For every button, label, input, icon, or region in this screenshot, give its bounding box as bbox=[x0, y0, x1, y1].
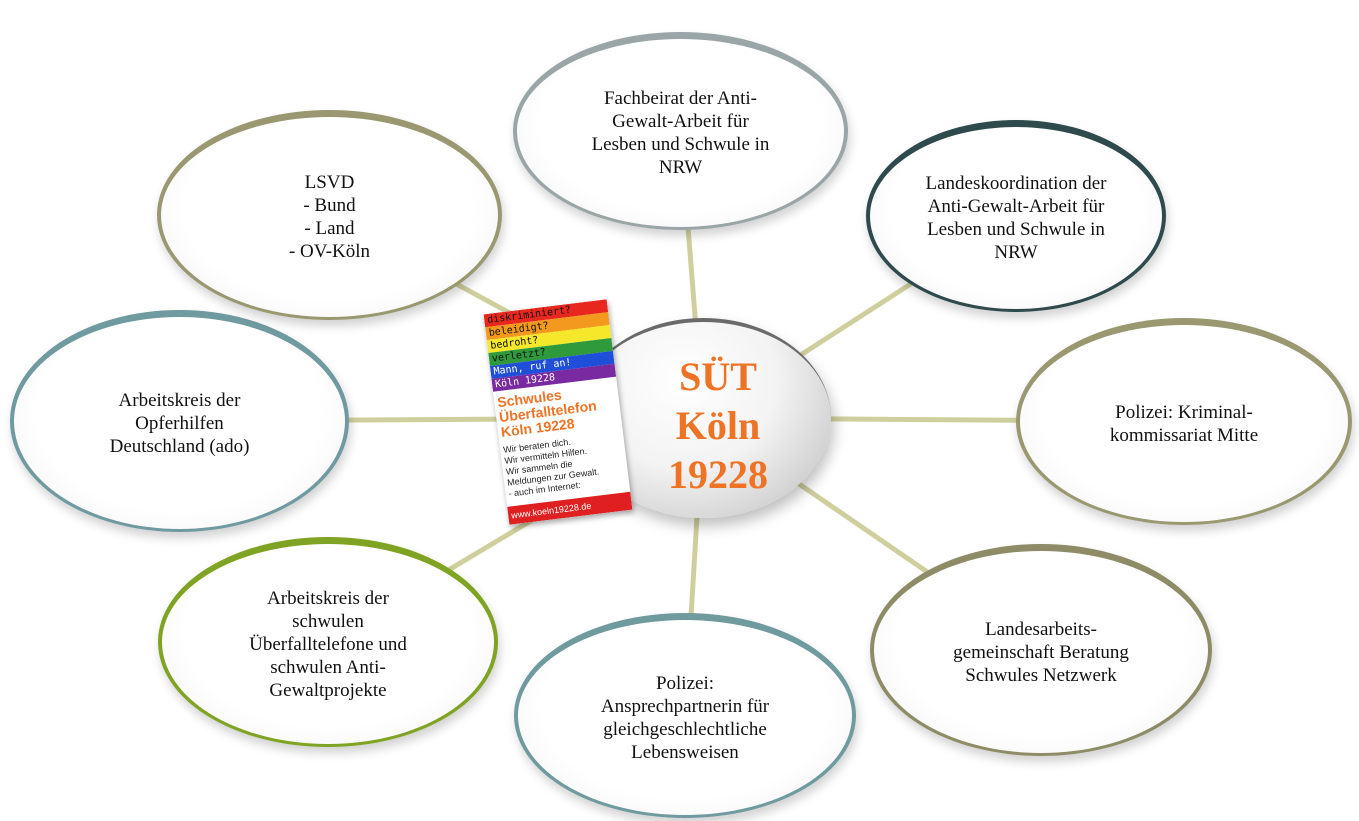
node-arbeitskreis-opferhilfen: Arbeitskreis der Opferhilfen Deutschland… bbox=[10, 310, 349, 532]
poster-image: diskriminiert?beleidigt?bedroht?verletzt… bbox=[483, 299, 633, 525]
node-polizei-ansprechpartnerin-label: Polizei: Ansprechpartnerin für gleichges… bbox=[600, 672, 770, 763]
poster-stripes: diskriminiert?beleidigt?bedroht?verletzt… bbox=[483, 299, 617, 392]
node-polizei-ansprechpartnerin: Polizei: Ansprechpartnerin für gleichges… bbox=[514, 613, 856, 818]
node-fachbeirat: Fachbeirat der Anti- Gewalt-Arbeit für L… bbox=[513, 32, 848, 230]
node-arbeitskreis-opferhilfen-label: Arbeitskreis der Opferhilfen Deutschland… bbox=[109, 389, 250, 457]
node-landesarbeitsgemeinschaft-label: Landesarbeits- gemeinschaft Beratung Sch… bbox=[953, 618, 1129, 686]
node-polizei-kriminal: Polizei: Kriminal- kommissariat Mitte bbox=[1016, 318, 1352, 525]
node-fachbeirat-label: Fachbeirat der Anti- Gewalt-Arbeit für L… bbox=[591, 88, 770, 178]
node-polizei-kriminal-label: Polizei: Kriminal- kommissariat Mitte bbox=[1109, 401, 1259, 446]
node-landeskoordination-label: Landeskoordination der Anti-Gewalt-Arbei… bbox=[925, 173, 1107, 263]
node-lsvd: LSVD - Bund - Land - OV-Köln bbox=[157, 110, 502, 320]
node-landeskoordination: Landeskoordination der Anti-Gewalt-Arbei… bbox=[866, 120, 1166, 312]
node-arbeitskreis-ueberfalltelefone-label: Arbeitskreis der schwulen Überfalltelefo… bbox=[249, 587, 407, 701]
node-lsvd-label: LSVD - Bund - Land - OV-Köln bbox=[288, 172, 371, 262]
node-arbeitskreis-ueberfalltelefone: Arbeitskreis der schwulen Überfalltelefo… bbox=[158, 537, 498, 747]
node-landesarbeitsgemeinschaft: Landesarbeits- gemeinschaft Beratung Sch… bbox=[870, 544, 1212, 756]
center-title: SÜT Köln 19228 bbox=[668, 354, 768, 497]
